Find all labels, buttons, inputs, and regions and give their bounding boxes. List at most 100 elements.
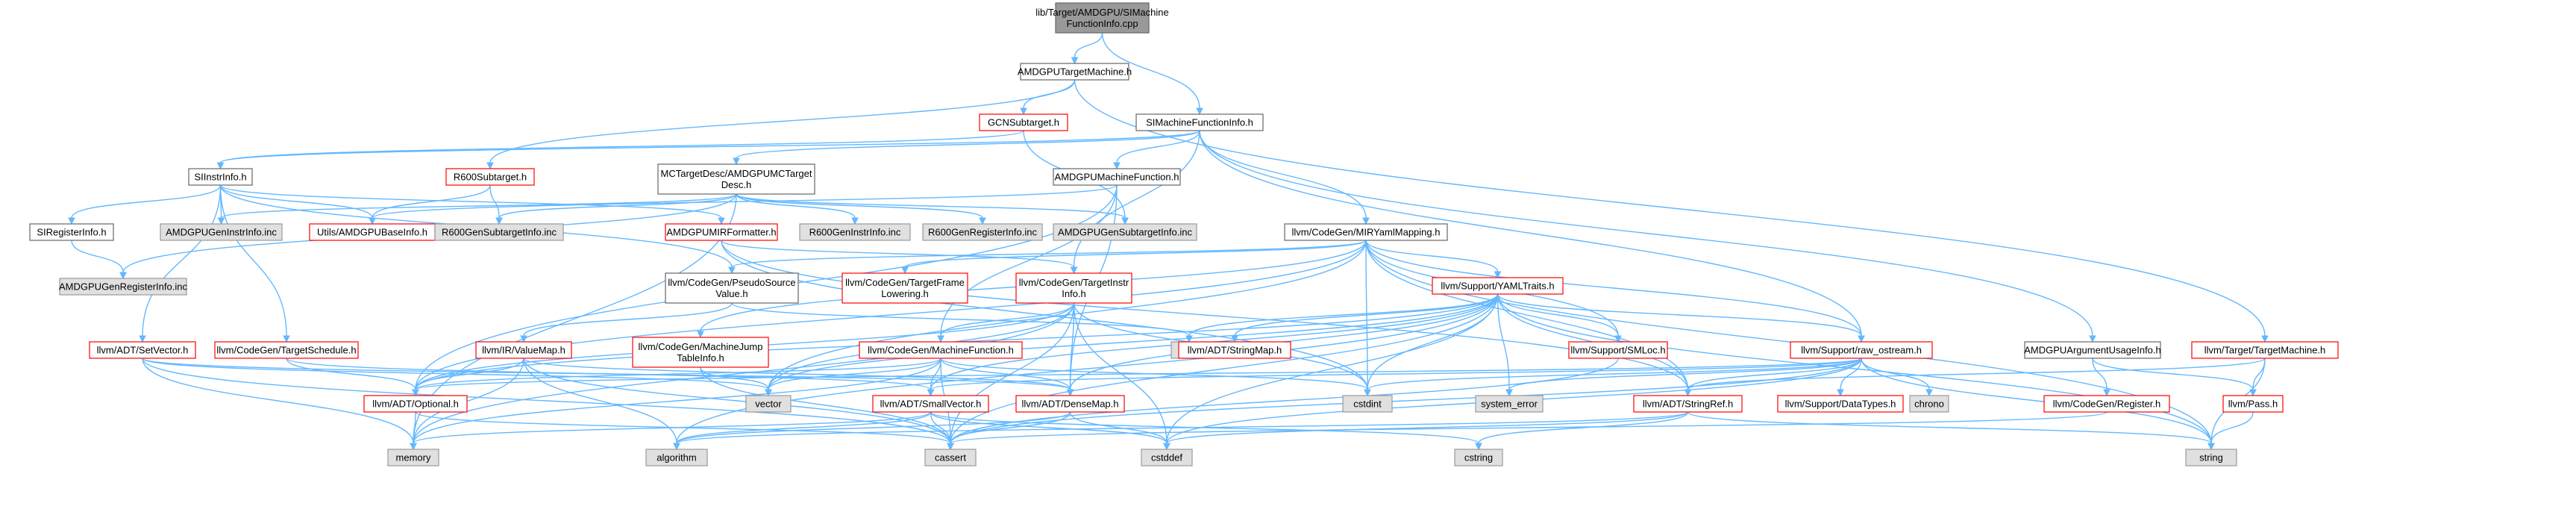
node-vector[interactable]: vector [745, 395, 792, 413]
edge-argusage-to-register [2092, 358, 2110, 397]
node-r600gensub[interactable]: R600GenSubtargetInfo.inc [434, 223, 564, 241]
node-box [363, 395, 468, 413]
node-cstddef[interactable]: cstddef [1141, 449, 1193, 466]
node-label: llvm/CodeGen/MIRYamlMapping.h [1292, 227, 1441, 238]
node-r600geninstr[interactable]: R600GenInstrInfo.inc [799, 223, 911, 241]
edge-rawos-to-cstdint [1364, 358, 1862, 397]
edge-miryaml-to-yamltraits [1365, 240, 1502, 279]
edge-stringref-to-cstddef [1163, 411, 1689, 451]
node-stringref[interactable]: llvm/ADT/StringRef.h [1633, 395, 1743, 413]
edge-simfi-to-amdgpumf [1113, 130, 1200, 170]
node-siinstr[interactable]: SIInstrInfo.h [188, 168, 253, 186]
node-box [859, 341, 1023, 359]
node-label: lib/Target/AMDGPU/SIMachine [1035, 7, 1168, 18]
edge-amdgpumf-to-utils [369, 184, 1118, 225]
node-label: SIInstrInfo.h [194, 172, 246, 183]
node-label: SIMachineFunctionInfo.h [1146, 117, 1253, 128]
node-r600genreg[interactable]: R600GenRegisterInfo.inc [922, 223, 1043, 241]
edge-siinstr-to-utils [219, 184, 376, 225]
node-box [445, 168, 535, 186]
edge-sireg-to-amdgpugenreg [71, 240, 127, 280]
edge-mf-to-densemap [940, 358, 1074, 397]
node-label: AMDGPUGenRegisterInfo.inc [59, 281, 187, 293]
node-smloc[interactable]: llvm/Support/SMLoc.h [1568, 341, 1668, 359]
node-label: SIRegisterInfo.h [37, 227, 106, 238]
node-r600sub[interactable]: R600Subtarget.h [445, 168, 535, 186]
node-mirfmt[interactable]: AMDGPUMIRFormatter.h [665, 223, 778, 241]
node-setvector[interactable]: llvm/ADT/SetVector.h [89, 341, 196, 359]
edge-simfi-to-argusage [1199, 130, 2096, 343]
node-string[interactable]: string [2185, 449, 2237, 466]
node-label: llvm/Pass.h [2228, 399, 2278, 410]
node-label: llvm/CodeGen/TargetInstr [1019, 277, 1129, 288]
node-box [1633, 395, 1743, 413]
node-tsched[interactable]: llvm/CodeGen/TargetSchedule.h [214, 341, 359, 359]
node-optional[interactable]: llvm/ADT/Optional.h [363, 395, 468, 413]
edge-argusage-to-pass [2092, 358, 2257, 397]
edge-amdgpu_tm-to-gcn [1020, 79, 1076, 116]
edge-root-to-simfi [1101, 32, 1203, 116]
node-box [1454, 449, 1503, 466]
node-smallvector[interactable]: llvm/ADT/SmallVector.h [872, 395, 989, 413]
node-densemap[interactable]: llvm/ADT/DenseMap.h [1015, 395, 1125, 413]
node-label: llvm/Target/TargetMachine.h [2204, 345, 2326, 356]
node-datatypes[interactable]: llvm/Support/DataTypes.h [1777, 395, 1904, 413]
node-box [188, 168, 253, 186]
node-label: llvm/CodeGen/PseudoSource [668, 277, 795, 288]
node-sireg[interactable]: SIRegisterInfo.h [29, 223, 114, 241]
node-amdgpumf[interactable]: AMDGPUMachineFunction.h [1053, 168, 1181, 186]
node-amdgpugeninstr[interactable]: AMDGPUGenInstrInfo.inc [160, 223, 283, 241]
node-cassert[interactable]: cassert [924, 449, 977, 466]
node-argusage[interactable]: AMDGPUArgumentUsageInfo.h [2024, 341, 2161, 359]
node-system-error[interactable]: system_error [1475, 395, 1544, 413]
edge-rawos-to-chrono [1861, 358, 1933, 397]
node-box [1020, 63, 1129, 81]
edge-stringref-to-algorithm [673, 411, 1689, 451]
edge-pseudosrc-to-valuemap [520, 302, 733, 343]
node-label: string [2199, 452, 2223, 463]
node-memory[interactable]: memory [387, 449, 439, 466]
node-amdgpugensub[interactable]: AMDGPUGenSubtargetInfo.inc [1053, 223, 1197, 241]
node-cstdint[interactable]: cstdint [1342, 395, 1393, 413]
node-box [29, 223, 114, 241]
node-box [2024, 341, 2161, 359]
node-yamltraits[interactable]: llvm/Support/YAMLTraits.h [1432, 277, 1564, 295]
node-box [214, 341, 359, 359]
node-box [979, 113, 1068, 131]
node-chrono[interactable]: chrono [1909, 395, 1949, 413]
node-valuemap[interactable]: llvm/IR/ValueMap.h [475, 341, 572, 359]
node-miryaml[interactable]: llvm/CodeGen/MIRYamlMapping.h [1284, 223, 1448, 241]
node-targetmachine[interactable]: llvm/Target/TargetMachine.h [2191, 341, 2339, 359]
node-box [160, 223, 283, 241]
node-box [924, 449, 977, 466]
node-register[interactable]: llvm/CodeGen/Register.h [2043, 395, 2170, 413]
node-label: llvm/ADT/StringMap.h [1188, 345, 1282, 356]
node-amdgpugenreg[interactable]: AMDGPUGenRegisterInfo.inc [59, 278, 187, 296]
node-algorithm[interactable]: algorithm [645, 449, 708, 466]
node-rawos[interactable]: llvm/Support/raw_ostream.h [1790, 341, 1933, 359]
node-gcn[interactable]: GCNSubtarget.h [979, 113, 1068, 131]
node-label: Utils/AMDGPUBaseInfo.h [317, 227, 427, 238]
node-label: AMDGPUMachineFunction.h [1055, 172, 1179, 183]
edge-setvector-to-cassert [142, 358, 954, 451]
node-root[interactable]: lib/Target/AMDGPU/SIMachineFunctionInfo.… [1035, 2, 1169, 34]
node-mf[interactable]: llvm/CodeGen/MachineFunction.h [859, 341, 1023, 359]
edge-miryaml-to-tfl [901, 240, 1367, 275]
node-utils[interactable]: Utils/AMDGPUBaseInfo.h [309, 223, 436, 241]
node-box [1015, 395, 1125, 413]
edge-simfi-to-siinstr [216, 130, 1200, 170]
node-stringmap[interactable]: llvm/ADT/StringMap.h [1178, 341, 1291, 359]
node-amdgpu-tm[interactable]: AMDGPUTargetMachine.h [1018, 63, 1132, 81]
node-box [872, 395, 989, 413]
edge-mf-to-vector [765, 358, 941, 397]
node-simfi[interactable]: SIMachineFunctionInfo.h [1135, 113, 1264, 131]
node-pass[interactable]: llvm/Pass.h [2222, 395, 2284, 413]
edge-yamltraits-to-smloc [1497, 293, 1622, 343]
edge-root-to-amdgpu_tm [1071, 32, 1103, 65]
node-cstring[interactable]: cstring [1454, 449, 1503, 466]
